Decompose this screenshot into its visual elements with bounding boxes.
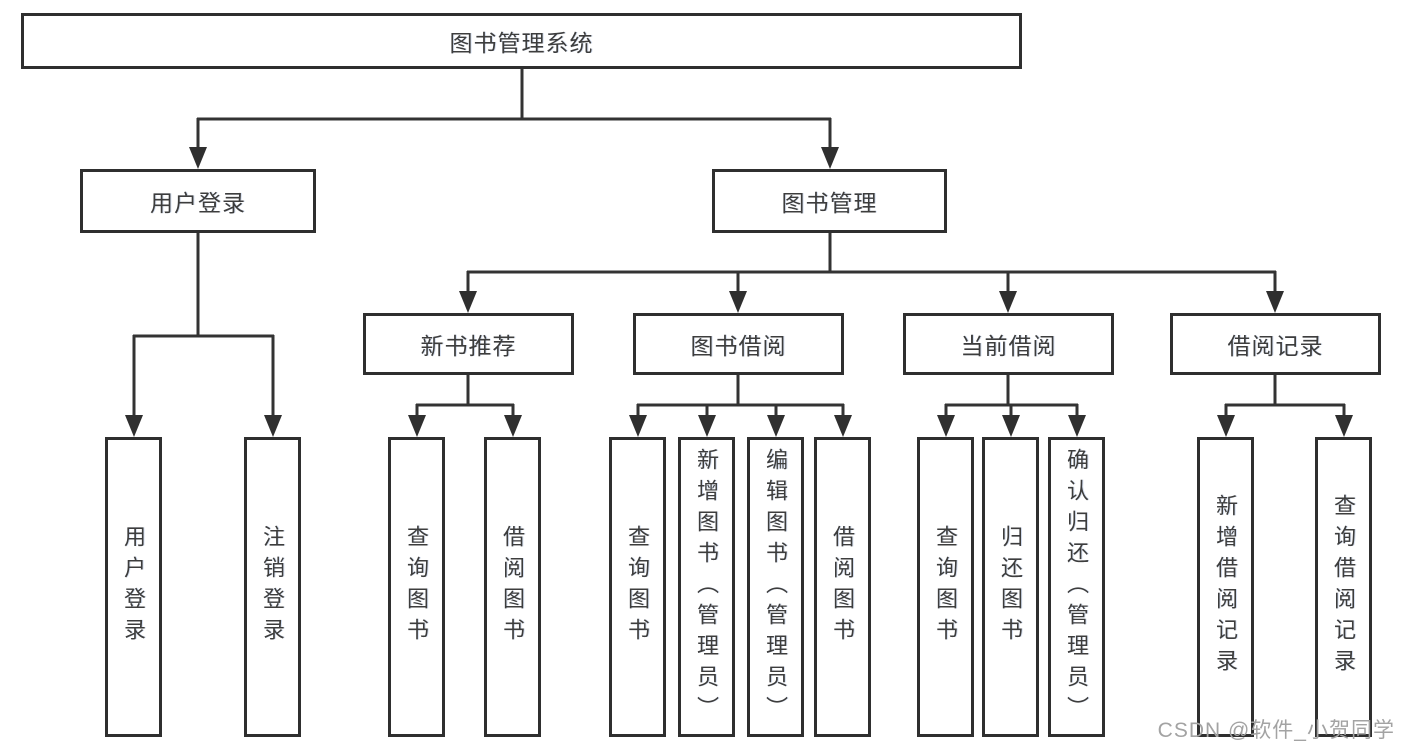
leaf-query-books-current: 查询图书 bbox=[917, 437, 974, 737]
node-new-book-recommendation: 新书推荐 bbox=[363, 313, 574, 375]
leaf-add-borrow-record: 新增借阅记录 bbox=[1197, 437, 1254, 737]
leaf-user-login: 用户登录 bbox=[105, 437, 162, 737]
leaf-add-book-admin: 新增图书（管理员） bbox=[678, 437, 735, 737]
leaf-logout: 注销登录 bbox=[244, 437, 301, 737]
node-current-borrowing: 当前借阅 bbox=[903, 313, 1114, 375]
csdn-watermark: CSDN @软件_小贺同学 bbox=[1157, 719, 1395, 742]
leaf-edit-book-admin: 编辑图书（管理员） bbox=[747, 437, 804, 737]
leaf-borrow-books-borrowing: 借阅图书 bbox=[814, 437, 871, 737]
node-borrowing-records: 借阅记录 bbox=[1170, 313, 1381, 375]
node-user-login: 用户登录 bbox=[80, 169, 316, 233]
leaf-borrow-books-recommend: 借阅图书 bbox=[484, 437, 541, 737]
leaf-query-books-recommend: 查询图书 bbox=[388, 437, 445, 737]
node-book-borrowing: 图书借阅 bbox=[633, 313, 844, 375]
leaf-query-borrow-record: 查询借阅记录 bbox=[1315, 437, 1372, 737]
leaf-confirm-return-admin: 确认归还（管理员） bbox=[1048, 437, 1105, 737]
node-library-management-system: 图书管理系统 bbox=[21, 13, 1022, 69]
leaf-query-books-borrowing: 查询图书 bbox=[609, 437, 666, 737]
node-book-management: 图书管理 bbox=[712, 169, 947, 233]
leaf-return-book: 归还图书 bbox=[982, 437, 1039, 737]
